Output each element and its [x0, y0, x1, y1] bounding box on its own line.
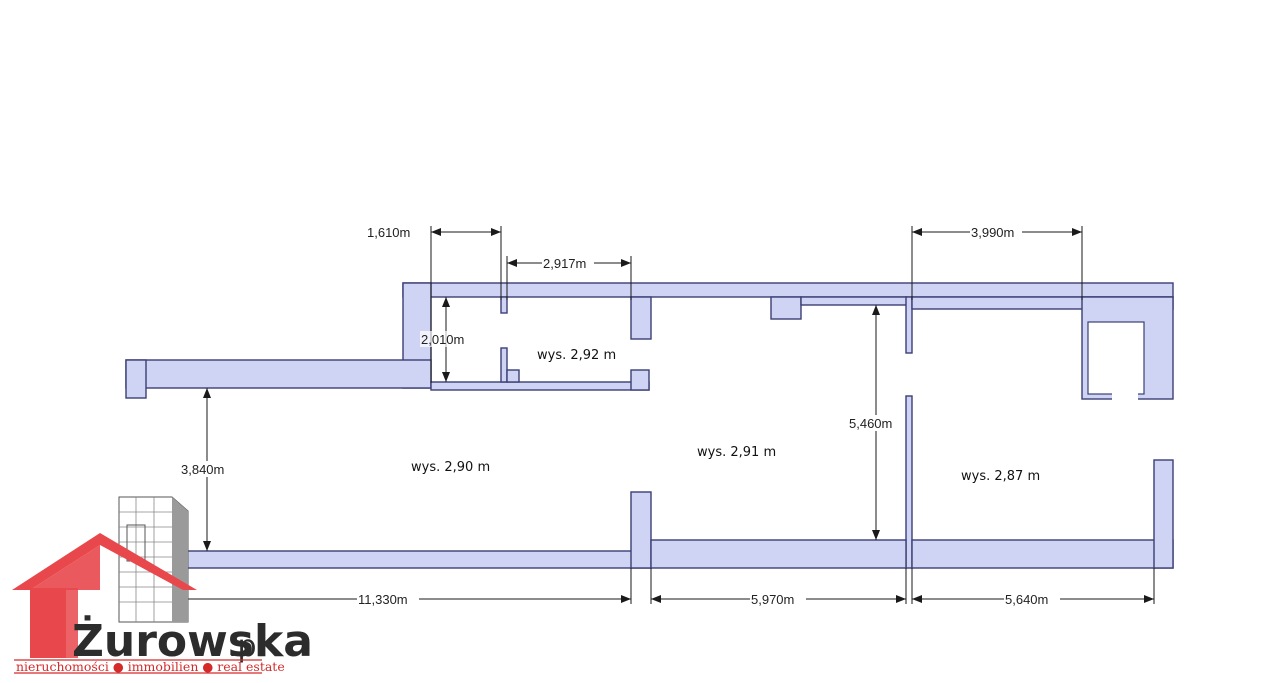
walls [125, 282, 1174, 569]
wall-small-room-right [630, 296, 652, 340]
dim-top-left-gap: 1,610m [367, 225, 410, 240]
house-icon [12, 533, 197, 658]
dim-bottom-middle: 5,970m [751, 592, 794, 607]
dim-small-room-height: 2,010m [421, 332, 464, 347]
dim-middle-height: 5,460m [849, 416, 892, 431]
company-logo: Żurowska .pl nieruchomości ● immobilien … [12, 496, 313, 674]
wall-bottom-middle [650, 539, 907, 569]
room-labels: wys. 2,92 m wys. 2,90 m wys. 2,91 m wys.… [411, 348, 1040, 484]
wall-left-upper [125, 359, 432, 389]
dim-left-height: 3,840m [181, 462, 224, 477]
wall-small-door-stub [506, 369, 520, 383]
wall-niche [770, 296, 802, 320]
room-label-middle: wys. 2,91 m [697, 445, 776, 460]
building-icon [118, 496, 189, 623]
wall-small-door-bottom [500, 347, 508, 383]
room-label-right: wys. 2,87 m [961, 469, 1040, 484]
logo-tagline: nieruchomości ● immobilien ● real estate [16, 659, 285, 674]
room-label-small: wys. 2,92 m [537, 348, 616, 363]
wall-left-end [125, 359, 147, 399]
wall-small-room-bottom-post [630, 369, 650, 391]
dimension-labels: 1,610m 2,917m 3,990m 2,010m 3,840m 5,460… [180, 224, 1060, 607]
wall-small-room-bottom [430, 381, 650, 391]
right-box-gap [1112, 392, 1138, 400]
logo-tld: .pl [228, 629, 265, 664]
wall-bottom-left [125, 550, 652, 569]
dim-bottom-right: 5,640m [1005, 592, 1048, 607]
wall-right-lower [1153, 459, 1174, 569]
dim-bottom-left: 11,330m [358, 592, 408, 607]
wall-bottom-right [911, 539, 1174, 569]
wall-top [402, 282, 1174, 298]
room-label-left: wys. 2,90 m [411, 460, 490, 475]
wall-niche-right [800, 296, 908, 306]
wall-partition-upper [905, 296, 913, 354]
wall-bottom-pier [630, 491, 652, 569]
wall-small-door-top [500, 296, 508, 314]
dim-top-small-room: 2,917m [543, 256, 586, 271]
dim-top-right: 3,990m [971, 225, 1014, 240]
wall-partition-lower [905, 395, 913, 569]
logo-brand: Żurowska [72, 614, 313, 667]
right-box-inner [1087, 321, 1145, 395]
